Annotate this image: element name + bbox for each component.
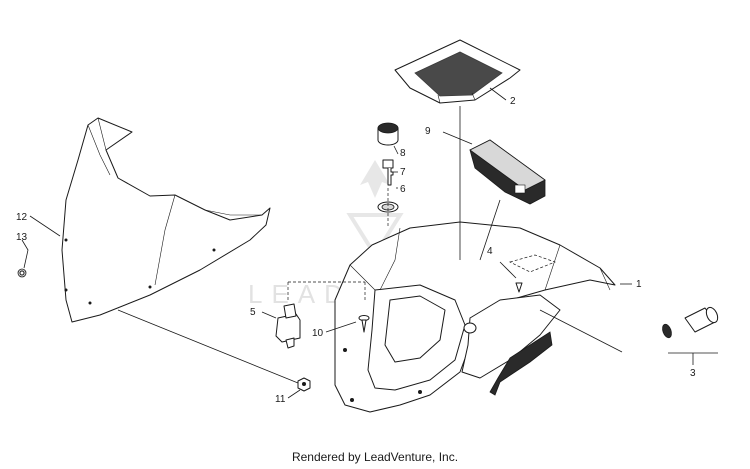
connector-part bbox=[275, 303, 301, 349]
grommet-part bbox=[17, 268, 27, 278]
lock-assembly-part bbox=[662, 306, 719, 339]
ring-part bbox=[377, 201, 399, 213]
module-box-part bbox=[469, 139, 546, 205]
cap-part bbox=[377, 122, 399, 146]
callout-8: 8 bbox=[400, 148, 406, 159]
key-part bbox=[382, 159, 394, 186]
callout-13: 13 bbox=[16, 232, 28, 243]
callout-9: 9 bbox=[425, 126, 431, 137]
callout-11: 11 bbox=[275, 394, 286, 405]
storage-tray-part bbox=[394, 39, 521, 104]
watermark-logo-icon bbox=[346, 160, 404, 259]
screw-part-10 bbox=[358, 315, 370, 333]
callout-12: 12 bbox=[16, 212, 28, 223]
callout-1: 1 bbox=[636, 279, 642, 290]
nut-part bbox=[297, 377, 311, 392]
callout-4: 4 bbox=[487, 246, 493, 257]
callout-7: 7 bbox=[400, 167, 406, 178]
windshield-part bbox=[61, 117, 271, 323]
callout-3: 3 bbox=[690, 368, 696, 379]
callout-6: 6 bbox=[400, 184, 406, 195]
callout-2: 2 bbox=[510, 96, 516, 107]
screw-part-4 bbox=[515, 282, 523, 293]
footer-credit: Rendered by LeadVenture, Inc. bbox=[291, 450, 459, 464]
callout-5: 5 bbox=[250, 307, 256, 318]
leader-lines bbox=[21, 87, 718, 399]
hood-assembly-part bbox=[334, 221, 616, 413]
callout-10: 10 bbox=[312, 328, 324, 339]
